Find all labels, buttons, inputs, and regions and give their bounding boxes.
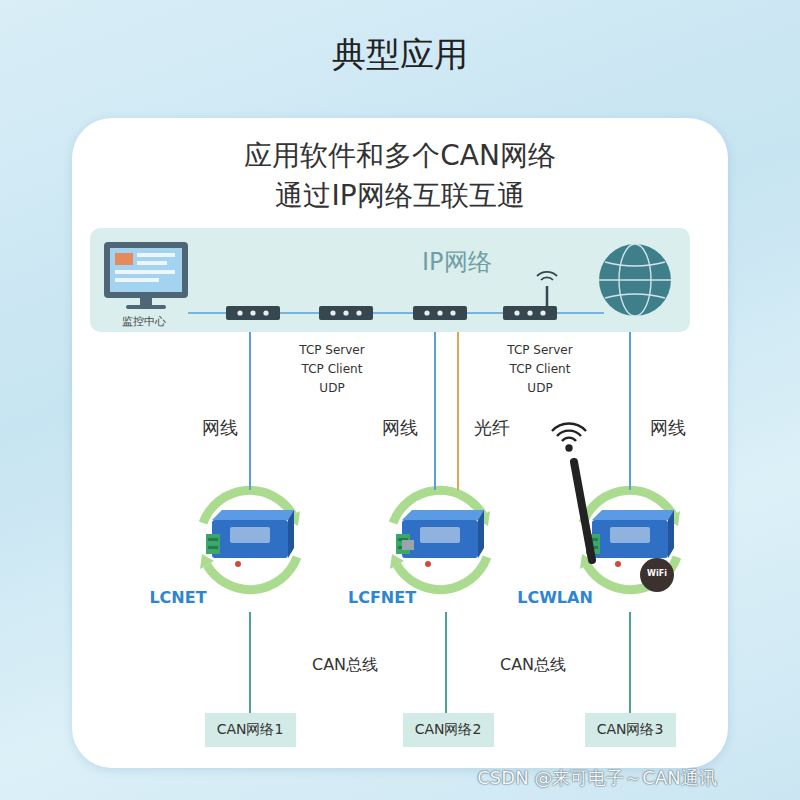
wifi-signal <box>552 423 586 450</box>
network-line <box>188 312 604 314</box>
connector <box>629 332 631 490</box>
switch-port <box>263 310 268 315</box>
switch-port <box>237 310 242 315</box>
device-label: LCWLAN <box>517 588 593 607</box>
device-node: LCWLAN <box>520 490 700 612</box>
switch-body <box>503 306 557 320</box>
node-text: CAN网络2 <box>415 721 482 739</box>
panel: 应用软件和多个CAN网络 通过IP网络互联互通 IP网络监控中心 LCNET LCFN… <box>72 118 728 768</box>
connector <box>445 612 447 713</box>
can-network-box: CAN网络3 <box>585 713 676 747</box>
node-text: CAN网络1 <box>217 721 284 739</box>
switch-body <box>226 306 280 320</box>
device-lcfnet <box>390 490 490 589</box>
watermark: CSDN @来可电子～CAN通讯 <box>477 764 716 793</box>
monitor-icon <box>104 242 188 309</box>
protocol-list: TCP Server TCP Client UDP <box>500 341 580 399</box>
edge-label: 光纤 <box>474 416 510 440</box>
wifi-badge-text: WiFi <box>647 569 667 579</box>
connector <box>457 332 459 490</box>
switch-body <box>319 306 373 320</box>
device-node: LCFNET <box>330 490 510 612</box>
device-lcnet <box>200 490 300 589</box>
can-network-box: CAN网络2 <box>403 713 494 747</box>
connector <box>629 612 631 713</box>
band-title: IP网络 <box>422 246 492 278</box>
switch-port <box>527 310 532 315</box>
switch-port <box>356 310 361 315</box>
connector <box>249 332 251 490</box>
connector <box>434 332 436 490</box>
globe-icon <box>599 244 671 316</box>
switch-antenna <box>546 286 549 306</box>
switch-port <box>330 310 335 315</box>
switch-port <box>450 310 455 315</box>
switch-port <box>540 310 545 315</box>
switch-port <box>250 310 255 315</box>
switch-port <box>437 310 442 315</box>
edge-label: 网线 <box>382 416 418 440</box>
device-node: LCNET <box>140 490 320 612</box>
protocol-list: TCP Server TCP Client UDP <box>292 341 372 399</box>
device-label: LCNET <box>149 588 206 607</box>
monitor-label: 监控中心 <box>122 314 166 329</box>
can-network-box: CAN网络1 <box>205 713 296 747</box>
edge-label: 网线 <box>202 416 238 440</box>
wifi-signal <box>537 272 557 280</box>
switch-port <box>424 310 429 315</box>
page-title: 典型应用 <box>0 32 800 78</box>
node-text: CAN网络3 <box>597 721 664 739</box>
switch-port <box>343 310 348 315</box>
bus-label: CAN总线 <box>500 652 566 678</box>
switch-port <box>514 310 519 315</box>
bus-label: CAN总线 <box>312 652 378 678</box>
edge-label: 网线 <box>650 416 686 440</box>
panel-heading: 应用软件和多个CAN网络 通过IP网络互联互通 <box>239 136 561 216</box>
device-label: LCFNET <box>348 588 416 607</box>
device-lcwlan <box>574 462 680 592</box>
ip-network-band: IP网络监控中心 <box>90 228 690 332</box>
switch-body <box>413 306 467 320</box>
switch-icons <box>226 306 557 320</box>
connector <box>249 612 251 713</box>
